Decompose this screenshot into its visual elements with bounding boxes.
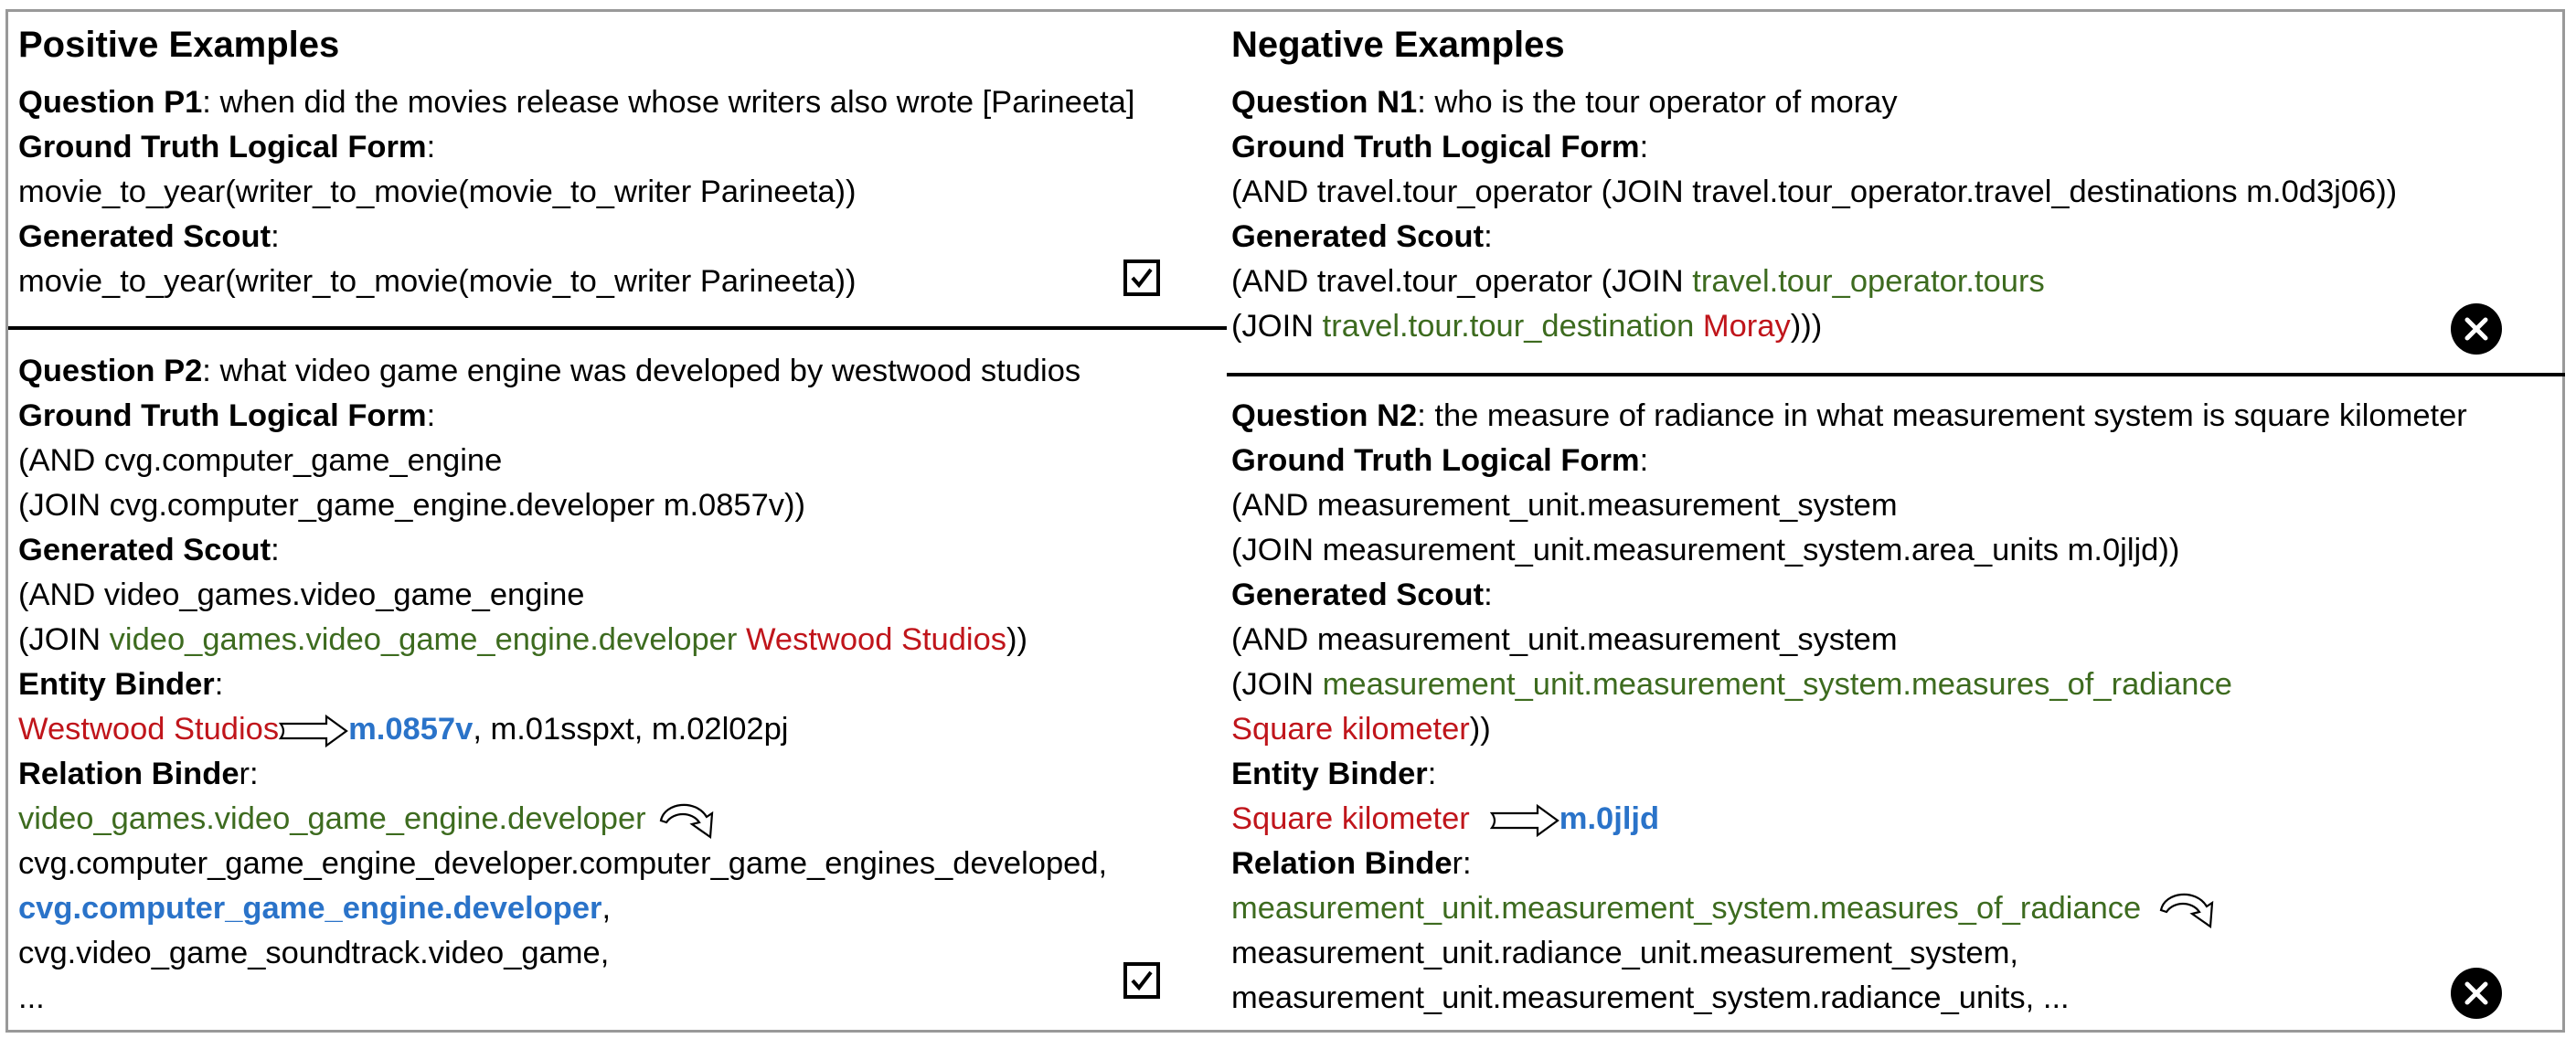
n2-scout-line1: (AND measurement_unit.measurement_system	[1231, 622, 1898, 657]
p2-question: Question P2: what video game engine was …	[18, 349, 1080, 394]
n2-scout-label: Generated Scout	[1231, 577, 1485, 612]
n1-gt-heading: Ground Truth Logical Form:	[1231, 130, 1649, 164]
p2-entity-top: m.0857v	[348, 712, 474, 747]
n2-entity-label: Entity Binder	[1231, 757, 1428, 791]
n2-scout-line3: Square kilometer))	[1231, 707, 1491, 752]
n1-question-label: Question N1	[1231, 85, 1418, 120]
n2-scout-close: ))	[1469, 712, 1491, 747]
p1-gt-heading: Ground Truth Logical Form:	[18, 130, 436, 164]
n1-scout-entity: Moray	[1702, 309, 1791, 344]
p1-question: Question P1: when did the movies release…	[18, 80, 1134, 125]
p2-entity-mention: Westwood Studios	[18, 712, 280, 747]
figure-frame	[5, 9, 2565, 1033]
p2-relation-heading: Relation Binder:	[18, 757, 259, 791]
n2-gt-heading: Ground Truth Logical Form:	[1231, 443, 1649, 478]
p2-scout-heading: Generated Scout:	[18, 533, 280, 567]
p1-gt-line1: movie_to_year(writer_to_movie(movie_to_w…	[18, 175, 857, 209]
p2-scout-label: Generated Scout	[18, 533, 271, 567]
n1-scout-prefix: (AND travel.tour_operator (JOIN	[1231, 264, 1693, 299]
n1-scout-close: )))	[1790, 309, 1823, 344]
p2-gt-label: Ground Truth Logical Form	[18, 398, 427, 433]
n1-scout-line2: (JOIN travel.tour.tour_destination Moray…	[1231, 304, 1822, 349]
binding-arrow-icon	[279, 714, 348, 747]
p2-entity-heading: Entity Binder:	[18, 667, 224, 702]
p2-relation-mention-line: video_games.video_game_engine.developer	[18, 797, 723, 842]
curved-arrow-icon	[659, 803, 713, 840]
n2-entity-heading: Entity Binder:	[1231, 757, 1437, 791]
n2-relation-candidate-2: measurement_unit.measurement_system.radi…	[1231, 980, 2070, 1015]
p2-gt-line1: (AND cvg.computer_game_engine	[18, 443, 503, 478]
n2-scout-join: (JOIN	[1231, 667, 1323, 702]
n1-scout-join: (JOIN	[1231, 309, 1323, 344]
p2-scout-line2: (JOIN video_games.video_game_engine.deve…	[18, 618, 1027, 662]
n2-relation-label-tail: r	[1452, 846, 1464, 881]
p2-entity-line: Westwood Studios m.0857v, m.01sspxt, m.02…	[18, 707, 788, 752]
p1-scout-heading: Generated Scout:	[18, 219, 280, 254]
n2-relation-label: Relation Binde	[1231, 846, 1453, 881]
p2-relation-label: Relation Binde	[18, 757, 240, 791]
positive-title: Positive Examples	[18, 25, 340, 65]
p1-scout-label: Generated Scout	[18, 219, 271, 254]
n2-relation-mention-line: measurement_unit.measurement_system.meas…	[1231, 886, 2223, 931]
n2-scout-heading: Generated Scout:	[1231, 577, 1493, 612]
n1-scout-line1: (AND travel.tour_operator (JOIN travel.t…	[1231, 260, 2045, 304]
curved-arrow-icon	[2159, 893, 2214, 929]
p2-relation-label-tail: r	[239, 757, 250, 791]
n1-question-text: : who is the tour operator of moray	[1417, 85, 1898, 120]
n1-scout-label: Generated Scout	[1231, 219, 1485, 254]
p1-question-label: Question P1	[18, 85, 203, 120]
n1-gt-line1: (AND travel.tour_operator (JOIN travel.t…	[1231, 175, 2398, 209]
p2-relation-ellipsis: ...	[18, 980, 45, 1015]
checkbox-checked-icon	[1123, 962, 1160, 999]
p2-relation-candidate-3: cvg.video_game_soundtrack.video_game,	[18, 936, 610, 970]
n2-question-label: Question N2	[1231, 398, 1418, 433]
p2-entity-label: Entity Binder	[18, 667, 215, 702]
p2-scout-entity: Westwood Studios	[745, 622, 1007, 657]
n1-scout-relation-2: travel.tour.tour_destination	[1322, 309, 1695, 344]
p2-gt-heading: Ground Truth Logical Form:	[18, 398, 436, 433]
n2-relation-mention: measurement_unit.measurement_system.meas…	[1231, 891, 2142, 927]
p1-gt-label: Ground Truth Logical Form	[18, 130, 427, 164]
n2-scout-entity: Square kilometer	[1231, 712, 1470, 747]
n2-entity-top: m.0jljd	[1559, 801, 1660, 836]
n2-gt-line1: (AND measurement_unit.measurement_system	[1231, 488, 1898, 523]
p2-relation-c2-tail: ,	[601, 891, 612, 926]
p2-relation-mention: video_games.video_game_engine.developer	[18, 801, 646, 837]
p1-p2-divider	[8, 326, 1227, 330]
n2-question: Question N2: the measure of radiance in …	[1231, 394, 2467, 439]
p2-relation-top: cvg.computer_game_engine.developer	[18, 891, 602, 926]
p2-entity-rest: , m.01sspxt, m.02l02pj	[473, 712, 789, 747]
p2-question-label: Question P2	[18, 354, 203, 388]
p1-scout-line1: movie_to_year(writer_to_movie(movie_to_w…	[18, 264, 857, 299]
n1-scout-heading: Generated Scout:	[1231, 219, 1493, 254]
n1-question: Question N1: who is the tour operator of…	[1231, 80, 1898, 125]
p2-scout-close: ))	[1006, 622, 1028, 657]
n2-entity-mention: Square kilometer	[1231, 801, 1470, 836]
n2-scout-relation: measurement_unit.measurement_system.meas…	[1322, 667, 2232, 702]
p2-relation-candidate-2: cvg.computer_game_engine.developer,	[18, 886, 611, 931]
p2-scout-line1: (AND video_games.video_game_engine	[18, 577, 585, 612]
n2-gt-label: Ground Truth Logical Form	[1231, 443, 1640, 478]
n2-scout-line2: (JOIN measurement_unit.measurement_syste…	[1231, 662, 2232, 707]
n1-scout-relation-1: travel.tour_operator.tours	[1692, 264, 2045, 299]
negative-title: Negative Examples	[1231, 25, 1565, 65]
n2-relation-candidate-1: measurement_unit.radiance_unit.measureme…	[1231, 936, 2019, 970]
x-circle-icon	[2451, 968, 2502, 1019]
n2-gt-line2: (JOIN measurement_unit.measurement_syste…	[1231, 533, 2180, 567]
p2-relation-candidate-1: cvg.computer_game_engine_developer.compu…	[18, 846, 1108, 881]
p1-question-text: : when did the movies release whose writ…	[202, 85, 1135, 120]
n2-relation-heading: Relation Binder:	[1231, 846, 1472, 881]
n2-question-text: : the measure of radiance in what measur…	[1417, 398, 2467, 433]
p2-scout-join: (JOIN	[18, 622, 110, 657]
binding-arrow-icon	[1489, 803, 1559, 837]
checkbox-checked-icon	[1123, 260, 1160, 296]
x-circle-icon	[2451, 303, 2502, 355]
p2-gt-line2: (JOIN cvg.computer_game_engine.developer…	[18, 488, 806, 523]
p2-scout-relation: video_games.video_game_engine.developer	[109, 622, 738, 657]
p2-question-text: : what video game engine was developed b…	[202, 354, 1081, 388]
n1-gt-label: Ground Truth Logical Form	[1231, 130, 1640, 164]
n1-n2-divider	[1227, 373, 2565, 376]
n2-entity-line: Square kilometer m.0jljd	[1231, 797, 1659, 842]
